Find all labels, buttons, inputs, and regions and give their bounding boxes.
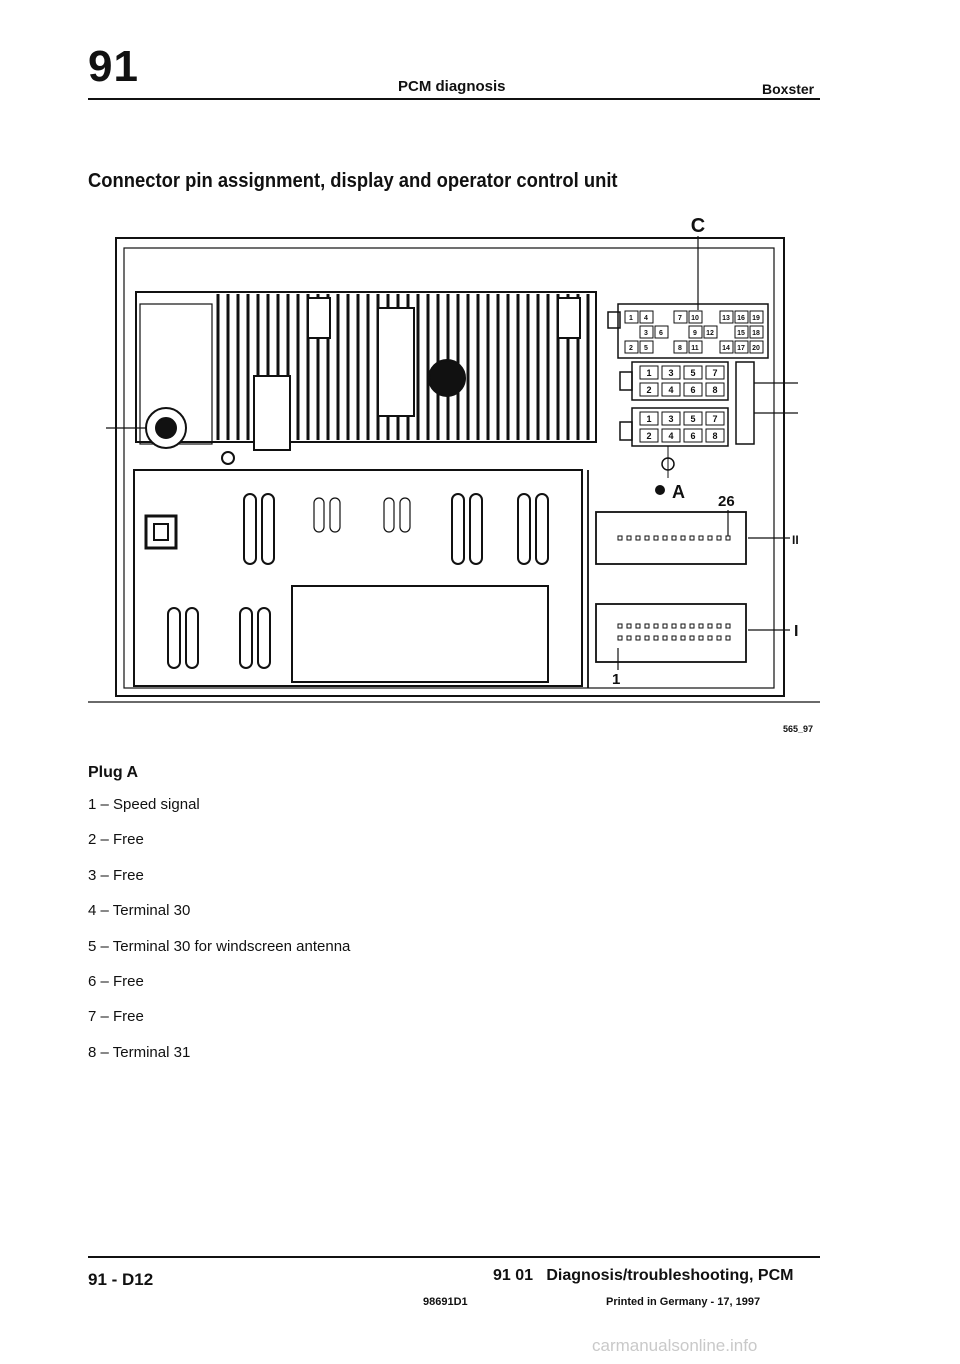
- section-title: Connector pin assignment, display and op…: [88, 170, 618, 192]
- pin-label: 4: [644, 315, 648, 322]
- pin-label: 16: [737, 315, 745, 322]
- header-rule: [88, 98, 820, 100]
- pin-label: 2: [629, 345, 633, 352]
- pin-label: 6: [690, 431, 695, 441]
- pin-label: 5: [644, 345, 648, 352]
- plug-title: Plug A: [88, 764, 139, 781]
- footer-printed: Printed in Germany - 17, 1997: [606, 1296, 761, 1308]
- pin-label: 3: [644, 330, 648, 337]
- pin-label: 20: [752, 345, 760, 352]
- heatsink-clip-left: [253, 375, 291, 451]
- plug-i: [595, 603, 747, 663]
- pin-label: 9: [693, 330, 697, 337]
- pin-label: 11: [691, 345, 699, 352]
- connector-diagram: 1 4 7 10 13 16 19 3 6 9 12 15 18 2 5 8 1…: [88, 215, 820, 703]
- header-model: Boxster: [762, 81, 815, 97]
- heatsink-clip-center: [377, 307, 415, 417]
- pin-label: 4: [668, 385, 673, 395]
- pin-label: 7: [712, 414, 717, 424]
- pin-label: 3: [668, 368, 673, 378]
- footer-page-number: 91 - D12: [88, 1270, 154, 1289]
- label-pin-26: 26: [718, 493, 735, 510]
- plug-symbol-icon: [655, 485, 665, 495]
- housing-outline: [115, 237, 785, 697]
- list-item: 8 – Terminal 31: [88, 1043, 191, 1061]
- pin-label: 6: [659, 330, 663, 337]
- pin-label: 2: [646, 385, 651, 395]
- pin-label: 1: [646, 368, 651, 378]
- label-a: A: [672, 482, 685, 502]
- heatsink: [135, 291, 597, 443]
- label-i: I: [794, 623, 798, 640]
- lower-panel: [133, 469, 583, 687]
- list-item: 4 – Terminal 30: [88, 902, 191, 920]
- pin-label: 8: [712, 431, 717, 441]
- pin-label: 18: [752, 330, 760, 337]
- pin-label: 7: [678, 315, 682, 322]
- pin-label: 19: [752, 315, 760, 322]
- mounting-boss: [428, 359, 466, 397]
- pin-label: 4: [668, 431, 673, 441]
- label-ii: II: [792, 533, 799, 547]
- footer-section: 91 01 Diagnosis/troubleshooting, PCM: [493, 1267, 794, 1284]
- list-item: 6 – Free: [88, 972, 144, 990]
- pin-label: 5: [690, 368, 695, 378]
- list-item: 7 – Free: [88, 1008, 144, 1026]
- pin-label: 15: [737, 330, 745, 337]
- footer-print-number: 98691D1: [423, 1296, 468, 1308]
- pin-label: 2: [646, 431, 651, 441]
- chapter-number: 91: [88, 42, 139, 91]
- label-plate: [291, 585, 549, 683]
- pin-label: 6: [690, 385, 695, 395]
- pin-label: 12: [706, 330, 714, 337]
- pin-label: 14: [722, 345, 730, 352]
- pin-label: 10: [691, 315, 699, 322]
- footer-rule: [88, 1256, 820, 1258]
- pin-label: 8: [712, 385, 717, 395]
- list-item: 2 – Free: [88, 831, 144, 849]
- label-c: C: [691, 215, 705, 237]
- list-item: 1 – Speed signal: [88, 796, 200, 813]
- pin-label: 5: [690, 414, 695, 424]
- connector-c: [617, 303, 769, 359]
- pin-label: 13: [722, 315, 730, 322]
- watermark: carmanualsonline.info: [592, 1336, 758, 1355]
- pin-list: 1 – Speed signal 2 – Free 3 – Free 4 – T…: [88, 796, 350, 1079]
- pin-label: 8: [678, 345, 682, 352]
- pin-label: 1: [629, 315, 633, 322]
- header-title: PCM diagnosis: [398, 78, 506, 95]
- pin-label: 17: [737, 345, 745, 352]
- list-item: 3 – Free: [88, 866, 144, 884]
- plug-ii: [595, 511, 747, 565]
- pin-label: 3: [668, 414, 673, 424]
- label-pin-1: 1: [612, 671, 620, 688]
- list-item: 5 – Terminal 30 for windscreen antenna: [88, 937, 351, 955]
- pin-label: 1: [646, 414, 651, 424]
- figure-code: 565_97: [783, 724, 814, 734]
- pin-label: 7: [712, 368, 717, 378]
